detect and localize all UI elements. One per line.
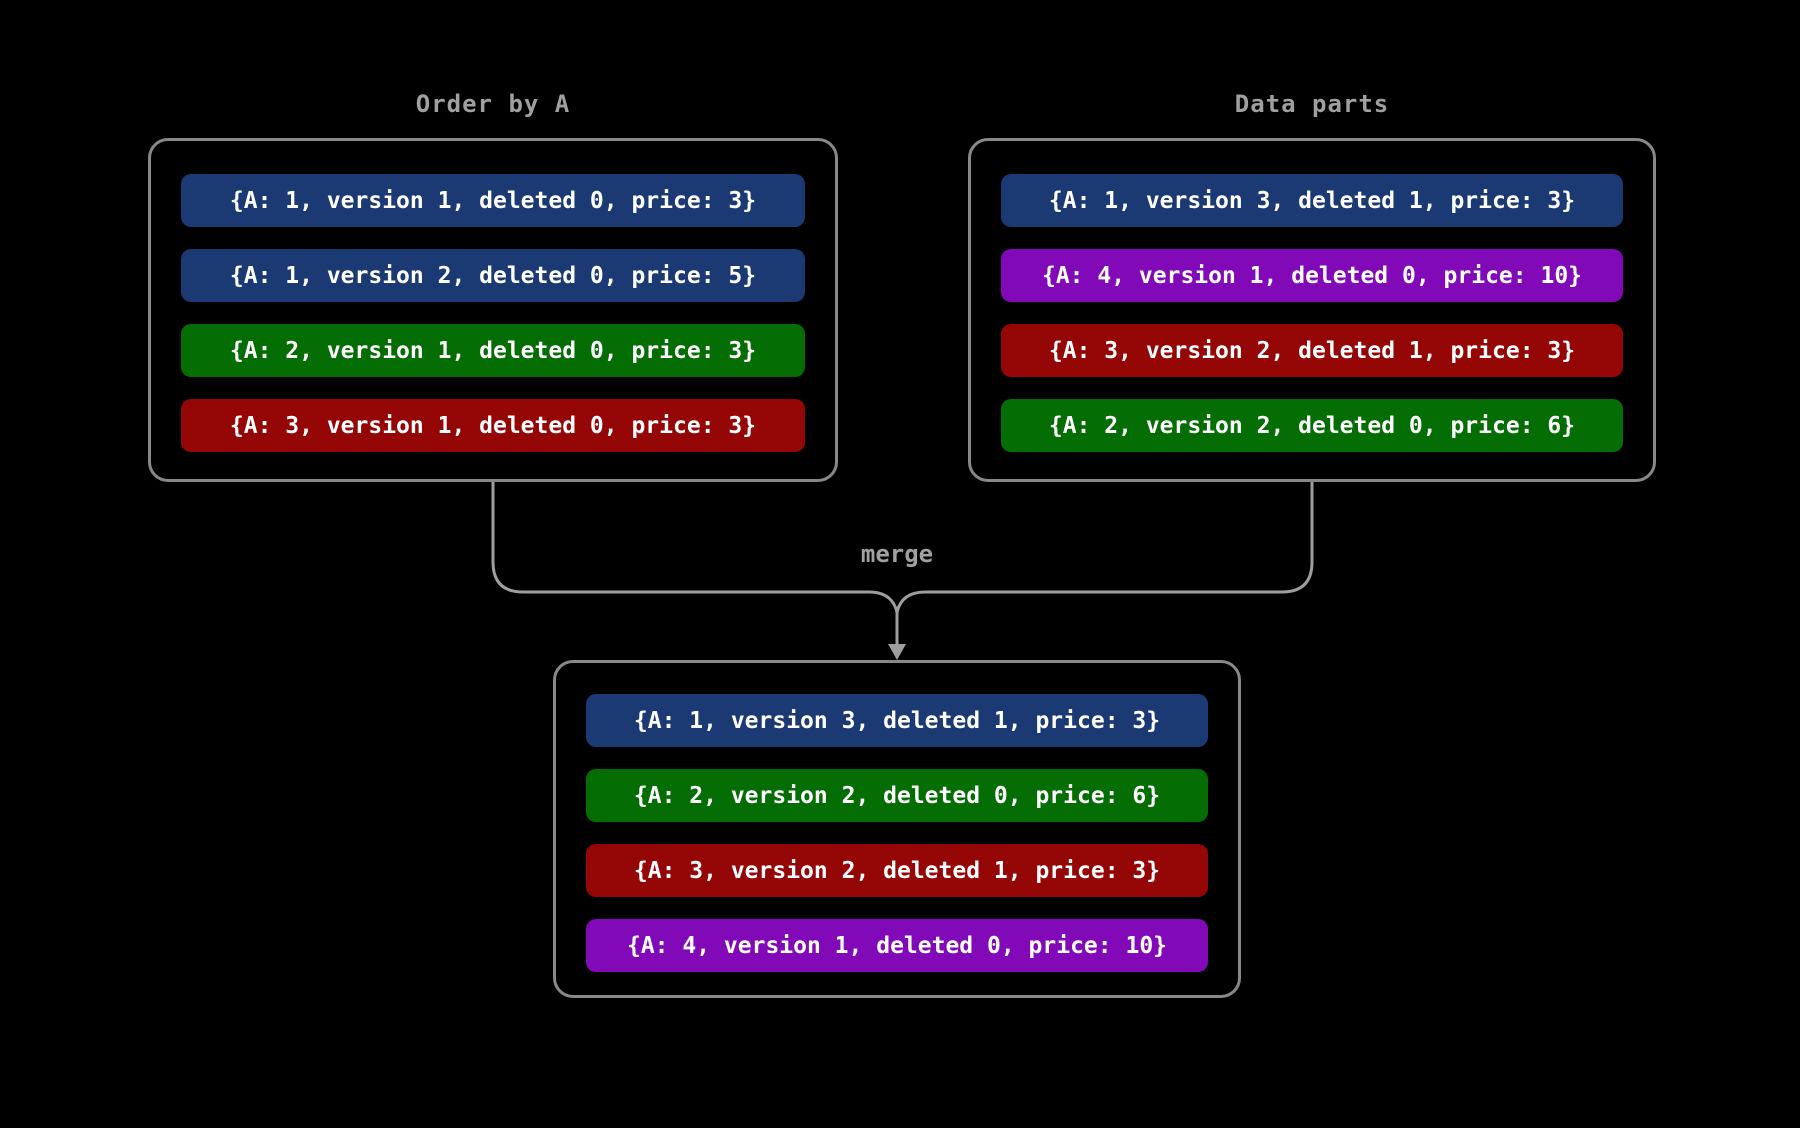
record-pill: {A: 3, version 2, deleted 1, price: 3} — [586, 844, 1208, 897]
record-text: {A: 2, version 1, deleted 0, price: 3} — [229, 337, 757, 364]
record-pill: {A: 3, version 2, deleted 1, price: 3} — [1001, 324, 1623, 377]
record-pill: {A: 2, version 1, deleted 0, price: 3} — [181, 324, 805, 377]
data-parts-panel: {A: 1, version 3, deleted 1, price: 3} {… — [968, 138, 1656, 482]
merged-result-panel: {A: 1, version 3, deleted 1, price: 3} {… — [553, 660, 1241, 998]
record-text: {A: 3, version 2, deleted 1, price: 3} — [633, 857, 1161, 884]
left-connector-path — [491, 482, 899, 646]
order-by-a-title: Order by A — [415, 90, 571, 118]
record-text: {A: 1, version 1, deleted 0, price: 3} — [229, 187, 757, 214]
record-text: {A: 1, version 2, deleted 0, price: 5} — [229, 262, 757, 289]
record-pill: {A: 1, version 3, deleted 1, price: 3} — [1001, 174, 1623, 227]
record-pill: {A: 4, version 1, deleted 0, price: 10} — [586, 919, 1208, 972]
record-text: {A: 2, version 2, deleted 0, price: 6} — [633, 782, 1161, 809]
record-text: {A: 2, version 2, deleted 0, price: 6} — [1048, 412, 1576, 439]
record-pill: {A: 3, version 1, deleted 0, price: 3} — [181, 399, 805, 452]
order-by-a-panel: {A: 1, version 1, deleted 0, price: 3} {… — [148, 138, 838, 482]
record-pill: {A: 1, version 2, deleted 0, price: 5} — [181, 249, 805, 302]
record-pill: {A: 2, version 2, deleted 0, price: 6} — [586, 769, 1208, 822]
record-pill: {A: 1, version 1, deleted 0, price: 3} — [181, 174, 805, 227]
record-pill: {A: 2, version 2, deleted 0, price: 6} — [1001, 399, 1623, 452]
record-text: {A: 3, version 2, deleted 1, price: 3} — [1048, 337, 1576, 364]
record-text: {A: 4, version 1, deleted 0, price: 10} — [626, 932, 1168, 959]
record-text: {A: 1, version 3, deleted 1, price: 3} — [633, 707, 1161, 734]
merge-label: merge — [860, 540, 934, 568]
arrowhead-icon — [888, 644, 906, 660]
record-text: {A: 4, version 1, deleted 0, price: 10} — [1041, 262, 1583, 289]
record-pill: {A: 4, version 1, deleted 0, price: 10} — [1001, 249, 1623, 302]
data-parts-title: Data parts — [1234, 90, 1390, 118]
right-connector-path — [895, 482, 1314, 613]
record-text: {A: 3, version 1, deleted 0, price: 3} — [229, 412, 757, 439]
record-pill: {A: 1, version 3, deleted 1, price: 3} — [586, 694, 1208, 747]
record-text: {A: 1, version 3, deleted 1, price: 3} — [1048, 187, 1576, 214]
